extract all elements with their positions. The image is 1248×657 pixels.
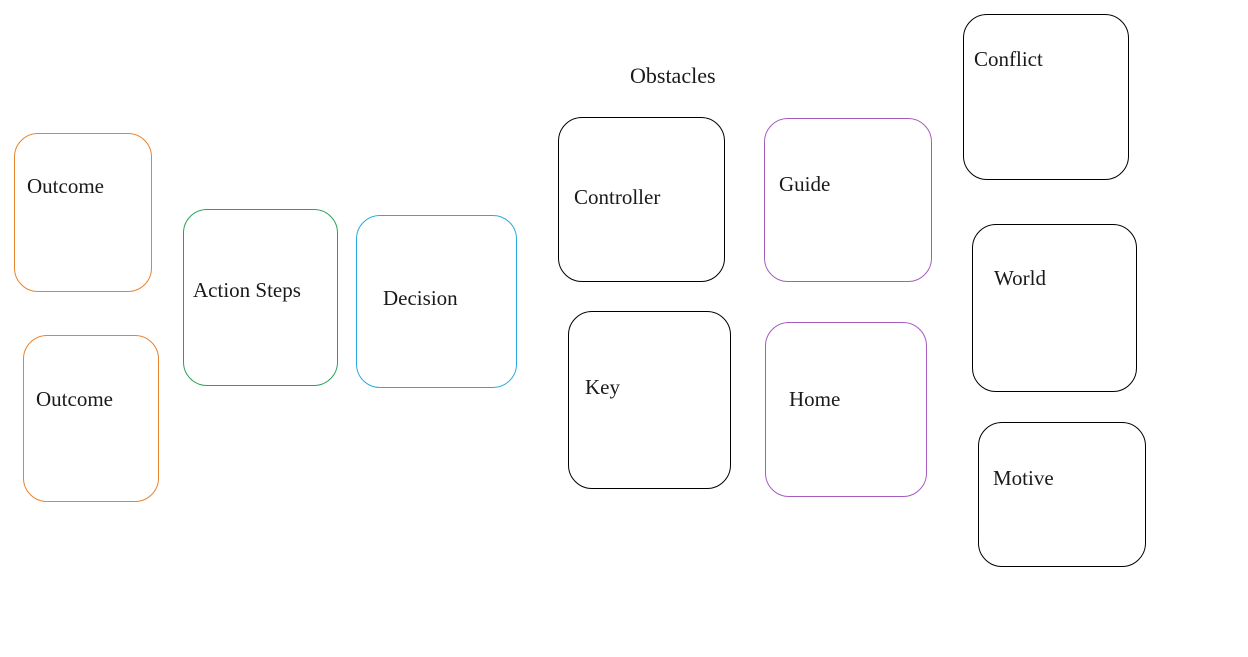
card-controller-label: Controller (574, 185, 661, 209)
card-world-label: World (994, 266, 1046, 290)
card-conflict-label: Conflict (974, 47, 1043, 71)
card-conflict[interactable]: Conflict (963, 14, 1129, 180)
card-key[interactable]: Key (568, 311, 731, 489)
card-action-steps[interactable]: Action Steps (183, 209, 338, 386)
card-guide[interactable]: Guide (764, 118, 932, 282)
card-motive-label: Motive (993, 466, 1054, 490)
card-decision[interactable]: Decision (356, 215, 517, 388)
card-world[interactable]: World (972, 224, 1137, 392)
card-outcome-1[interactable]: Outcome (14, 133, 152, 292)
card-outcome-2[interactable]: Outcome (23, 335, 159, 502)
card-decision-label: Decision (383, 286, 458, 310)
card-home[interactable]: Home (765, 322, 927, 497)
card-action-steps-label: Action Steps (193, 278, 301, 302)
card-outcome-1-label: Outcome (27, 174, 104, 198)
card-motive[interactable]: Motive (978, 422, 1146, 567)
card-outcome-2-label: Outcome (36, 387, 113, 411)
card-key-label: Key (585, 375, 620, 399)
card-guide-label: Guide (779, 172, 831, 196)
obstacles-label[interactable]: Obstacles (630, 63, 716, 88)
card-controller[interactable]: Controller (558, 117, 725, 282)
card-home-label: Home (789, 387, 841, 411)
